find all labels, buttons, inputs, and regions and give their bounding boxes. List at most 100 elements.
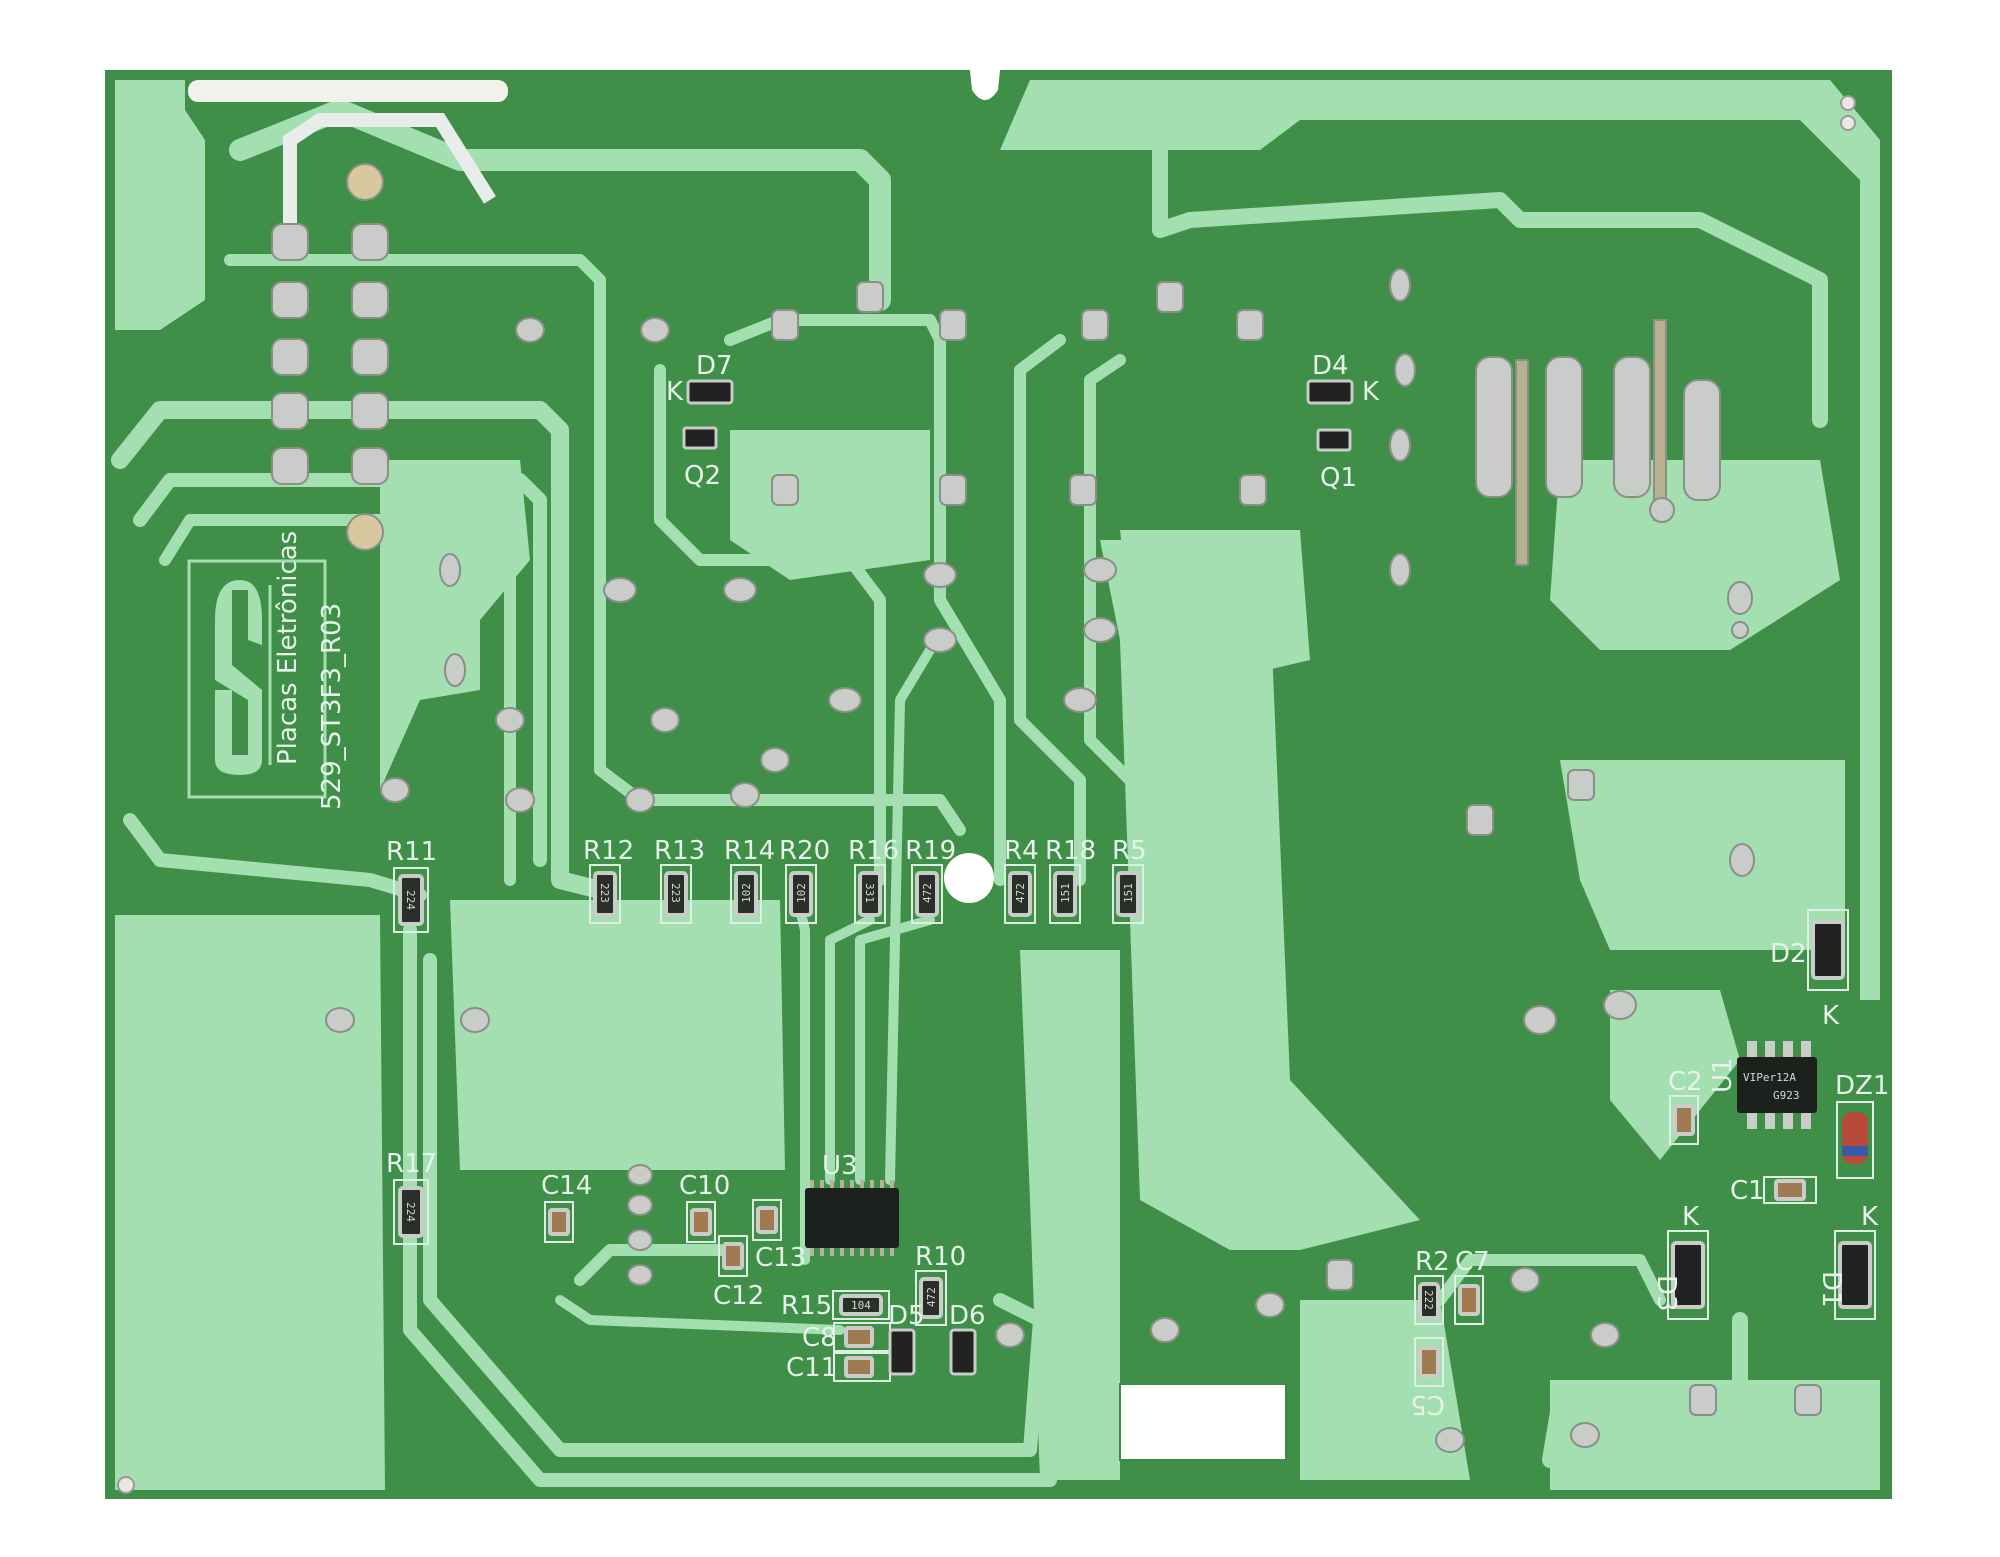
ic-u3: U3: [805, 1151, 899, 1256]
resistor-r14: 102 R14: [724, 836, 775, 924]
capacitor-c13: C13: [752, 1199, 806, 1273]
svg-text:K: K: [1861, 1202, 1879, 1232]
svg-text:U3: U3: [822, 1151, 858, 1181]
svg-text:224: 224: [404, 890, 417, 910]
svg-text:151: 151: [1059, 883, 1072, 903]
svg-text:U1: U1: [1708, 1057, 1738, 1093]
zener-diode-dz1: DZ1: [1835, 1071, 1889, 1179]
diode-d7: D7K: [666, 351, 734, 407]
power-connector: [1475, 319, 1721, 566]
svg-text:K: K: [1822, 1001, 1840, 1031]
svg-text:C12: C12: [713, 1281, 764, 1311]
svg-text:R14: R14: [724, 836, 775, 866]
svg-text:R15: R15: [781, 1291, 832, 1321]
mounting-hole: [1840, 95, 1856, 111]
svg-text:R10: R10: [915, 1242, 966, 1272]
svg-text:223: 223: [598, 883, 611, 903]
resistor-r16: 331 R16: [848, 836, 899, 924]
ic-marking: VIPer12A: [1743, 1071, 1796, 1084]
svg-text:C1: C1: [1730, 1176, 1765, 1206]
svg-text:C2: C2: [1668, 1067, 1703, 1097]
solder-pads: [325, 268, 1822, 1453]
capacitor-c5: C5: [1410, 1337, 1445, 1419]
smd-capacitors: C14 C10 C12 C13 C8 C11 C2 C1 C7 C5: [541, 1067, 1817, 1419]
diode-d5: D5: [888, 1301, 925, 1376]
svg-text:R11: R11: [386, 837, 437, 867]
manufacturer-logo: Placas Eletrônicas: [187, 531, 327, 799]
svg-text:DZ1: DZ1: [1835, 1071, 1889, 1101]
svg-text:D5: D5: [888, 1301, 925, 1331]
capacitor-c14: C14: [541, 1171, 592, 1243]
diodes: D7K D4K D5 D6 D2K D3K D1K DZ1: [666, 351, 1889, 1376]
diode-d6: D6: [949, 1301, 986, 1376]
svg-text:C8: C8: [802, 1323, 837, 1353]
resistor-r17: 224 R17: [386, 1149, 437, 1245]
svg-text:102: 102: [740, 883, 753, 903]
transistor-q1: Q1: [1316, 428, 1357, 493]
svg-text:D1: D1: [1816, 1271, 1846, 1308]
resistor-r15: 104 R15: [781, 1290, 890, 1321]
svg-text:Q2: Q2: [684, 461, 721, 491]
capacitor-c7: C7: [1454, 1247, 1490, 1325]
svg-text:K: K: [666, 377, 684, 407]
svg-text:C7: C7: [1455, 1247, 1490, 1277]
mounting-hole: [944, 853, 994, 903]
svg-text:472: 472: [921, 883, 934, 903]
svg-text:D4: D4: [1312, 351, 1349, 381]
transistors: Q2 Q1: [682, 426, 1357, 493]
svg-text:Q1: Q1: [1320, 463, 1357, 493]
svg-text:102: 102: [795, 883, 808, 903]
svg-text:R2: R2: [1415, 1247, 1450, 1277]
svg-text:K: K: [1362, 377, 1380, 407]
white-label-area: [1119, 1383, 1287, 1461]
resistor-r11: 224 R11: [386, 837, 437, 933]
capacitor-c10: C10: [679, 1171, 730, 1243]
part-number: 529_ST3F3_R03: [317, 603, 347, 810]
svg-text:D7: D7: [696, 351, 733, 381]
svg-text:472: 472: [1014, 883, 1027, 903]
resistor-r5: 151 R5: [1112, 836, 1147, 924]
resistor-r13: 223 R13: [654, 836, 705, 924]
svg-text:D2: D2: [1770, 939, 1807, 969]
svg-text:R16: R16: [848, 836, 899, 866]
svg-text:R5: R5: [1112, 836, 1147, 866]
capacitor-c11: C11: [786, 1352, 891, 1383]
capacitor-c12: C12: [713, 1235, 764, 1311]
ic-lot: G923: [1773, 1089, 1800, 1102]
resistor-r2: 222 R2: [1414, 1247, 1450, 1325]
wire-lead: [283, 113, 496, 230]
svg-text:C14: C14: [541, 1171, 592, 1201]
svg-text:R19: R19: [905, 836, 956, 866]
svg-text:104: 104: [851, 1299, 871, 1312]
svg-text:223: 223: [669, 883, 682, 903]
svg-text:K: K: [1682, 1202, 1700, 1232]
resistor-r10: 472 R10: [915, 1242, 966, 1326]
solder-streak: [188, 80, 508, 102]
svg-text:R13: R13: [654, 836, 705, 866]
capacitor-c1: C1: [1730, 1176, 1817, 1206]
svg-text:R17: R17: [386, 1149, 437, 1179]
svg-text:151: 151: [1122, 883, 1135, 903]
mounting-hole: [117, 1476, 135, 1494]
capacitor-c2: C2: [1668, 1067, 1703, 1145]
resistor-r19: 472 R19: [905, 836, 956, 924]
diode-d2: D2K: [1770, 909, 1849, 1031]
svg-text:472: 472: [925, 1287, 938, 1307]
svg-text:D6: D6: [949, 1301, 986, 1331]
svg-text:331: 331: [863, 883, 876, 903]
svg-text:222: 222: [1422, 1290, 1435, 1310]
capacitor-c8: C8: [802, 1322, 891, 1353]
svg-text:C10: C10: [679, 1171, 730, 1201]
svg-text:224: 224: [404, 1202, 417, 1222]
diode-d3: D3 K: [1651, 1202, 1709, 1320]
svg-text:C5: C5: [1410, 1389, 1445, 1419]
ic-u1-viper12a: VIPer12A G923 U1: [1708, 1041, 1817, 1129]
diode-d4: D4K: [1306, 351, 1380, 407]
svg-text:D3: D3: [1651, 1275, 1681, 1312]
transistor-q2: Q2: [682, 426, 721, 491]
